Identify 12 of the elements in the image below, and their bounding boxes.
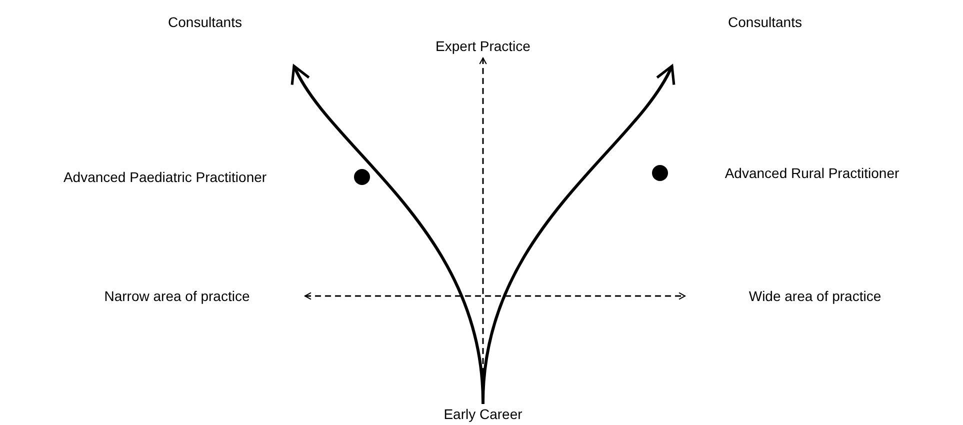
node-label: Advanced Paediatric Practitioner [63, 169, 267, 185]
dashed-arrow [304, 292, 686, 300]
node-label: Narrow area of practice [104, 288, 250, 304]
node-label: Consultants [728, 14, 802, 30]
curved-arrow [482, 64, 674, 404]
node-label: Early Career [444, 406, 522, 422]
marker-dot [354, 169, 370, 185]
node-label: Advanced Rural Practitioner [724, 165, 900, 181]
node-label: Expert Practice [436, 38, 530, 54]
node-label: Wide area of practice [748, 288, 882, 304]
marker-dot [652, 165, 668, 181]
node-label: Consultants [168, 14, 242, 30]
